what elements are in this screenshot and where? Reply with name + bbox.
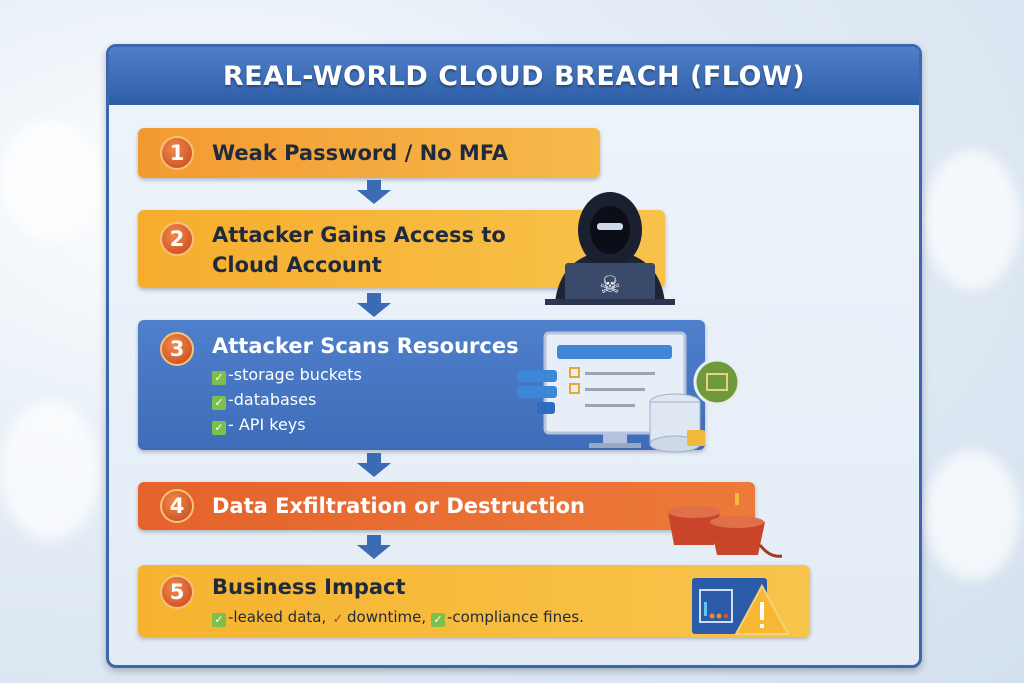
step-2-title-line2: Cloud Account bbox=[212, 253, 382, 277]
check-icon: ✓ bbox=[212, 396, 226, 410]
cloud-decoration bbox=[0, 120, 100, 240]
check-icon: ✓ bbox=[332, 612, 344, 627]
cloud-decoration bbox=[925, 450, 1020, 580]
page-title: REAL-WORLD CLOUD BREACH (FLOW) bbox=[222, 60, 806, 92]
list-item: ✓-databases bbox=[212, 387, 362, 412]
down-arrow-icon bbox=[357, 453, 391, 477]
list-item: -compliance fines. bbox=[446, 608, 584, 626]
cloud-decoration bbox=[0, 400, 100, 540]
step-2-title-line1: Attacker Gains Access to bbox=[212, 223, 506, 247]
step-5-title: Business Impact bbox=[212, 575, 406, 599]
resource-list: ✓-storage buckets ✓-databases ✓- API key… bbox=[212, 362, 362, 437]
down-arrow-icon bbox=[357, 180, 391, 204]
list-item: -leaked data, bbox=[228, 608, 327, 626]
step-1: 1 Weak Password / No MFA bbox=[138, 128, 600, 178]
step-4: 4 Data Exfiltration or Destruction bbox=[138, 482, 755, 530]
list-item: downtime, bbox=[347, 608, 427, 626]
step-1-title: Weak Password / No MFA bbox=[212, 141, 509, 165]
cloud-decoration bbox=[925, 150, 1020, 290]
impact-list: ✓-leaked data, ✓downtime, ✓-compliance f… bbox=[212, 608, 584, 627]
warning-monitor-icon bbox=[692, 578, 790, 635]
svg-text:☠: ☠ bbox=[599, 271, 621, 299]
check-icon: ✓ bbox=[212, 421, 226, 435]
step-number-2: 2 bbox=[160, 222, 194, 256]
monitor-database-icon bbox=[517, 331, 741, 453]
check-icon: ✓ bbox=[430, 613, 445, 627]
down-arrow-icon bbox=[357, 535, 391, 559]
check-icon: ✓ bbox=[212, 371, 226, 385]
step-number-4: 4 bbox=[160, 489, 194, 523]
step-3-title: Attacker Scans Resources bbox=[212, 334, 519, 358]
step-4-title: Data Exfiltration or Destruction bbox=[212, 494, 585, 518]
list-item: ✓-storage buckets bbox=[212, 362, 362, 387]
step-number-1: 1 bbox=[160, 136, 194, 170]
header-banner: REAL-WORLD CLOUD BREACH (FLOW) bbox=[109, 47, 919, 105]
hacker-icon: ☠ bbox=[545, 192, 675, 305]
bucket-leak-icon bbox=[668, 493, 783, 558]
check-icon: ✓ bbox=[212, 613, 226, 627]
step-number-3: 3 bbox=[160, 332, 194, 366]
down-arrow-icon bbox=[357, 293, 391, 317]
list-item: ✓- API keys bbox=[212, 412, 362, 437]
step-number-5: 5 bbox=[160, 575, 194, 609]
